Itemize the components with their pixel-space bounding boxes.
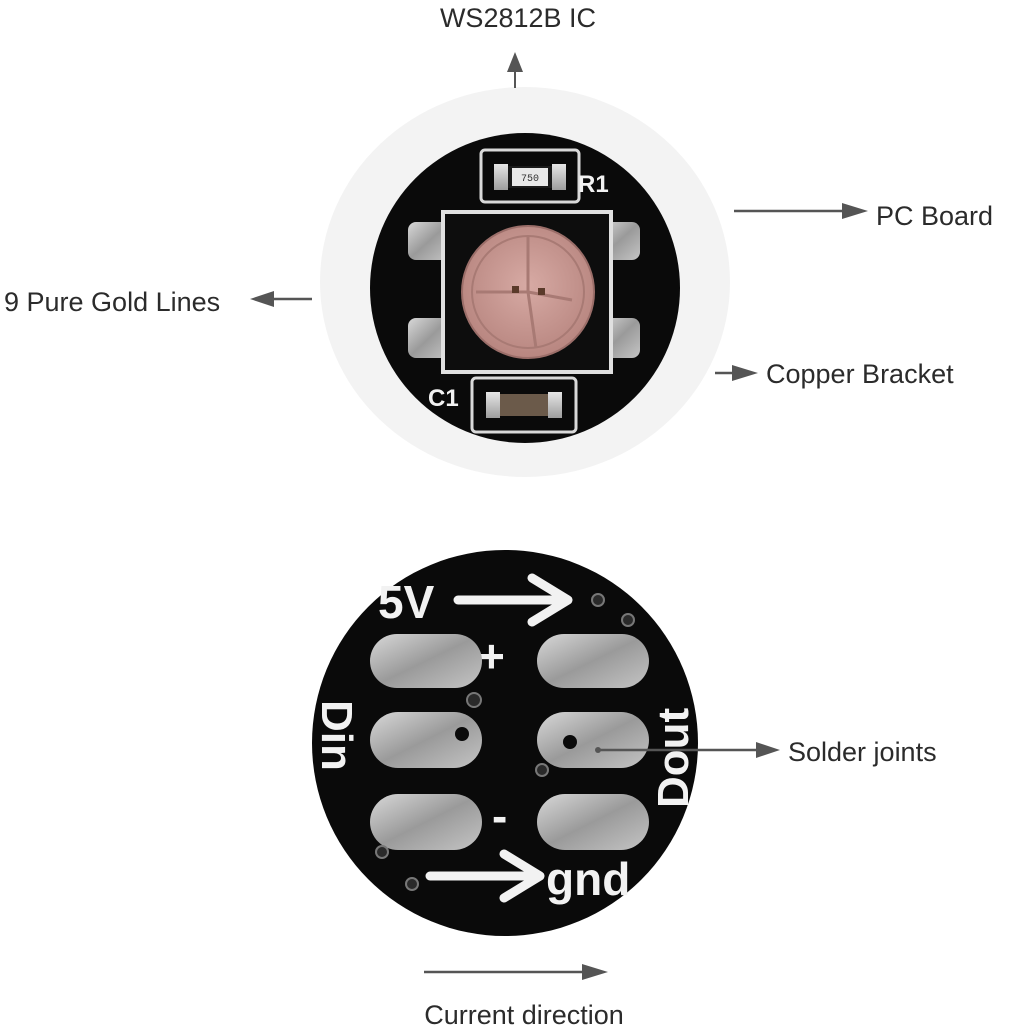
capacitor-c1 [470,376,578,434]
label-ic: WS2812B IC [440,3,596,33]
silk-dout: Dout [649,707,698,808]
silk-5v: 5V [378,576,435,628]
label-current-direction: Current direction [424,1000,624,1028]
pad-mid-right [537,712,649,768]
silk-plus: + [478,630,505,682]
ws2812b-led [441,210,613,374]
silk-r1: R1 [578,171,609,198]
silk-5v-arrow [453,573,573,627]
label-copper-bracket: Copper Bracket [766,359,954,389]
lead-pad-left-top [408,222,450,260]
silk-c1: C1 [428,385,459,412]
silk-gnd: gnd [546,853,630,905]
pad-top-right [537,634,649,688]
pad-bottom-left [370,794,482,850]
module-front: 750 R1 C1 [320,87,730,477]
pad-top-left [370,634,482,688]
pad-bottom-right [537,794,649,850]
label-pc-board: PC Board [876,201,993,231]
label-solder-joints: Solder joints [788,737,937,767]
annotation-arrows [250,52,868,980]
module-back: 5V + Din Dout - gnd [312,550,698,936]
lead-pad-left-bottom [408,318,450,358]
silk-minus: - [492,790,507,842]
silk-gnd-arrow [425,849,545,903]
label-gold-lines: 9 Pure Gold Lines [4,287,220,317]
pad-mid-left [370,712,482,768]
silk-din: Din [312,700,361,771]
resistor-code: 750 [521,174,539,185]
resistor-r1: 750 [479,148,581,204]
